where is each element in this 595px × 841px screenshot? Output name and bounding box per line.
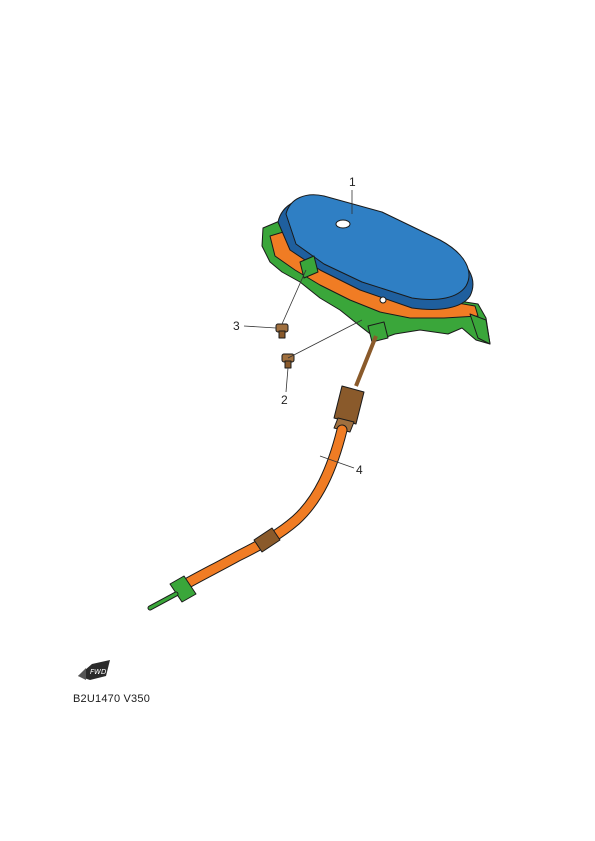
diagram-code: B2U1470 V350	[73, 693, 151, 705]
cable-inner-tip	[148, 592, 178, 610]
callout-4: 4	[356, 463, 363, 477]
leader-2b	[285, 367, 289, 393]
callout-1: 1	[349, 175, 356, 189]
mount-tab-right	[469, 313, 491, 345]
screw-part-3[interactable]	[275, 323, 289, 339]
leader-4	[319, 455, 355, 469]
cable-sheath	[180, 424, 348, 590]
callout-2: 2	[281, 393, 288, 407]
screw-shank	[284, 360, 292, 369]
cable-end-fitting	[169, 575, 197, 603]
leader-3b	[281, 269, 307, 325]
mount-tab-bottom	[367, 321, 389, 343]
cable-shaft	[354, 335, 378, 387]
cable-ferrule	[333, 385, 365, 425]
meter-cover	[285, 194, 470, 300]
meter-assembly[interactable]	[261, 194, 491, 345]
front-direction-icon: FWD	[78, 660, 110, 680]
screw-shank	[278, 330, 286, 339]
meter-cable[interactable]	[147, 335, 378, 611]
svg-text:FWD: FWD	[90, 668, 107, 676]
cover-screw-hole	[335, 219, 351, 229]
leader-3a	[243, 325, 277, 329]
cable-sleeve	[253, 527, 281, 553]
mount-boss	[379, 296, 387, 304]
callout-3: 3	[233, 319, 240, 333]
leader-2a	[287, 319, 363, 359]
